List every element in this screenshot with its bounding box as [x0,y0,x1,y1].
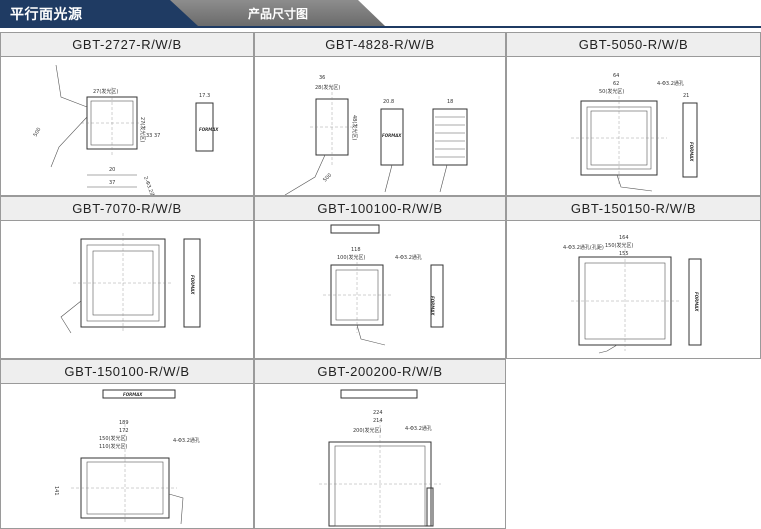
svg-text:500: 500 [322,172,333,183]
svg-text:48(发光区): 48(发光区) [351,115,358,140]
svg-text:FORMAX: FORMAX [199,127,219,132]
product-cell-4828: GBT-4828-R/W/B 36 28(发光区) 48(发光区) 500 20… [254,32,506,196]
svg-text:4-Φ3.2通孔: 4-Φ3.2通孔 [657,80,684,87]
product-title: GBT-7070-R/W/B [1,197,253,221]
product-cell-100100: GBT-100100-R/W/B 118 100(发光区) 4-Φ3.2通孔 F… [254,196,506,359]
svg-text:214: 214 [373,418,383,424]
svg-text:110(发光区): 110(发光区) [99,443,127,450]
svg-text:4-Φ3.2通孔: 4-Φ3.2通孔 [395,254,422,261]
svg-text:150(发光区): 150(发光区) [99,435,127,442]
product-cell-150150: GBT-150150-R/W/B 164 150(发光区) 155 4-Φ3.2… [506,196,761,359]
svg-text:FORMAX: FORMAX [382,133,402,138]
svg-text:164: 164 [619,235,629,241]
svg-text:36: 36 [319,75,325,81]
drawing-7070: FORMAX [60,233,201,334]
svg-text:64: 64 [613,73,619,79]
svg-text:20: 20 [109,167,115,173]
product-title: GBT-5050-R/W/B [507,33,760,57]
drawing-2727: 27(发光区) 27(发光区) 37 33 20 37 2-Φ3.2通孔 500… [33,64,219,195]
svg-text:FORMAX: FORMAX [694,292,699,312]
svg-text:33: 33 [146,133,152,139]
header-rule [0,26,761,28]
svg-text:17.3: 17.3 [199,93,210,99]
product-cell-5050: GBT-5050-R/W/B 64 62 50(发光区) 4-Φ3.2通孔 21… [506,32,761,196]
svg-text:155: 155 [619,251,629,257]
subtitle-text: 产品尺寸图 [248,7,309,21]
product-title: GBT-2727-R/W/B [1,33,253,57]
drawing-100100: 118 100(发光区) 4-Φ3.2通孔 FORMAX [323,224,444,346]
svg-text:150(发光区): 150(发光区) [605,242,633,249]
svg-text:18: 18 [447,99,453,105]
drawing-200200: 224 214 200(发光区) 4-Φ3.2通孔 [319,389,441,529]
svg-text:141: 141 [53,486,59,496]
svg-text:62: 62 [613,81,619,87]
svg-text:21: 21 [683,93,689,99]
svg-text:118: 118 [351,247,361,253]
product-title: GBT-4828-R/W/B [255,33,505,57]
svg-text:20.8: 20.8 [383,99,394,105]
drawing-5050: 64 62 50(发光区) 4-Φ3.2通孔 21 FORMAX [571,73,698,192]
section-title: 平行面光源 [10,6,83,22]
product-title: GBT-150150-R/W/B [507,197,760,221]
product-title: GBT-150100-R/W/B [1,360,253,384]
svg-text:FORMAX: FORMAX [689,142,694,162]
product-cell-150100: GBT-150100-R/W/B FORMAX 189 172 150(发光区)… [0,359,254,529]
drawing-4828: 36 28(发光区) 48(发光区) 500 20.8 FORMAX 18 [284,75,468,195]
svg-text:4-Φ3.2通孔: 4-Φ3.2通孔 [405,425,432,432]
product-title: GBT-200200-R/W/B [255,360,505,384]
svg-text:27(发光区): 27(发光区) [139,117,146,142]
svg-text:28(发光区): 28(发光区) [315,84,340,91]
product-cell-2727: GBT-2727-R/W/B 27(发光区) 27(发光区) 37 33 20 … [0,32,254,196]
subtitle-tab: 产品尺寸图 [170,0,385,26]
product-title: GBT-100100-R/W/B [255,197,505,221]
drawing-150150: 164 150(发光区) 155 4-Φ3.2通孔(孔距) FORMAX [563,235,702,354]
svg-text:189: 189 [119,420,129,426]
svg-text:100(发光区): 100(发光区) [337,254,365,261]
svg-text:FORMAX: FORMAX [430,296,435,316]
svg-text:200(发光区): 200(发光区) [353,427,381,434]
svg-text:172: 172 [119,428,129,434]
svg-text:224: 224 [373,410,383,416]
svg-text:500: 500 [33,127,43,138]
svg-text:FORMAX: FORMAX [190,275,195,295]
product-cell-200200: GBT-200200-R/W/B 224 214 200(发光区) 4-Φ3.2… [254,359,506,529]
svg-text:50(发光区): 50(发光区) [599,88,624,95]
svg-text:4-Φ3.2通孔(孔距): 4-Φ3.2通孔(孔距) [563,244,604,251]
product-cell-7070: GBT-7070-R/W/B FORMAX [0,196,254,359]
svg-text:2-Φ3.2通孔: 2-Φ3.2通孔 [142,175,158,195]
svg-text:4-Φ3.2通孔: 4-Φ3.2通孔 [173,437,200,444]
svg-text:37: 37 [109,180,115,186]
drawing-150100: FORMAX 189 172 150(发光区) 110(发光区) 4-Φ3.2通… [53,389,200,525]
svg-text:27(发光区): 27(发光区) [93,88,118,95]
svg-text:FORMAX: FORMAX [123,392,143,397]
svg-text:37: 37 [154,133,160,139]
